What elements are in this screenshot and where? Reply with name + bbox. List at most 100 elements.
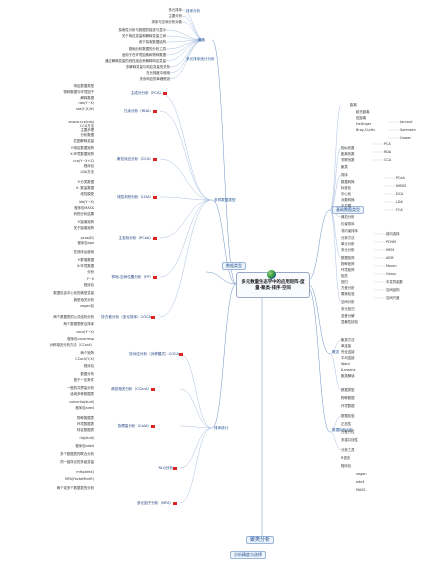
- central-topic[interactable]: 多元数量生态学中的应用矩阵·度量·聚类·排序·空间: [236, 270, 310, 298]
- leaf-l52[interactable]: rlq(dudi): [79, 436, 94, 440]
- leaf-l12[interactable]: X:环境数据矩阵: [70, 152, 94, 156]
- leaf-l32[interactable]: 数据包含中心化的典型变量: [53, 291, 94, 295]
- right-r53[interactable]: 聚类方法: [341, 338, 355, 342]
- leaf-l34[interactable]: vegan包: [80, 304, 94, 308]
- leaf-l15[interactable]: LDA方法: [80, 170, 94, 174]
- right-r22[interactable]: PCoA: [396, 176, 405, 180]
- leaf-l49[interactable]: 物种数据表: [77, 416, 94, 420]
- right-r23[interactable]: NMDS: [396, 184, 407, 188]
- leaf-l39[interactable]: 对称相关分析方法（CCorA）: [49, 343, 94, 347]
- right-r16[interactable]: 中心化: [341, 192, 352, 196]
- leaf-l26[interactable]: 在排序后使用: [73, 250, 94, 254]
- right-r08[interactable]: Gower: [400, 136, 411, 140]
- right-r10[interactable]: 距离系数: [341, 152, 355, 156]
- right-r02[interactable]: 欧氏距离: [356, 110, 370, 114]
- right-r28[interactable]: 约束排序: [341, 222, 355, 226]
- right-r50[interactable]: 半变异函数: [386, 280, 403, 284]
- section-ordination[interactable]: 排序分析: [186, 9, 201, 13]
- right-r45[interactable]: PCNM: [386, 240, 396, 244]
- leaf-l43[interactable]: 数据分布: [80, 372, 94, 376]
- leaf-l51[interactable]: 特征数据表: [77, 428, 94, 432]
- right-r57[interactable]: Ward: [341, 362, 350, 366]
- right-r30[interactable]: 分析方法: [341, 236, 355, 240]
- leaf-l07[interactable]: CCA方法: [80, 124, 94, 128]
- leaf-l10[interactable]: 匹配解释变量: [73, 139, 94, 143]
- right-r67[interactable]: 分析工具: [341, 448, 355, 452]
- leaf-l25[interactable]: 程序包ape: [77, 241, 95, 245]
- branch-ordination-stats[interactable]: 排序统计: [214, 426, 229, 430]
- leaf-l38[interactable]: 程序包cocorresp: [67, 337, 94, 341]
- leaf-l41[interactable]: CCorA(Y,X): [75, 357, 94, 361]
- right-r14[interactable]: 数据转换: [341, 180, 355, 184]
- leaf-l46[interactable]: 适用多种数据表: [70, 392, 94, 396]
- leaf-t01[interactable]: 多元排序: [168, 8, 182, 12]
- branch-data-types[interactable]: 数据类型: [222, 262, 246, 270]
- right-r09[interactable]: 相似系数: [341, 146, 355, 150]
- leaf-l17[interactable]: X: 数量数据: [75, 186, 94, 190]
- branch-data-testing[interactable]: 数据检验分析: [332, 428, 354, 432]
- leaf-l56[interactable]: mfa(ade4): [76, 470, 94, 474]
- right-r49[interactable]: Geary: [386, 272, 397, 276]
- right-r60[interactable]: 数据类型: [341, 388, 355, 392]
- leaf-l21[interactable]: 判别分析结果: [73, 212, 94, 216]
- leaf-l24[interactable]: pcoa(D): [80, 236, 94, 240]
- right-r07[interactable]: Sorensen: [400, 128, 416, 132]
- section-cca[interactable]: 典范对应分析（CCA）: [117, 157, 158, 161]
- right-r48[interactable]: Moran: [386, 264, 397, 268]
- right-r68[interactable]: R语言: [341, 456, 351, 460]
- leaf-t09[interactable]: 通过解释变量的线性组合来解释响应变量: [104, 59, 166, 63]
- leaf-t05[interactable]: 关于响应变量和解释变量之间: [121, 34, 166, 38]
- leaf-l50[interactable]: 环境数据表: [77, 422, 94, 426]
- section-pcoa[interactable]: 主坐标分析（PCoA）: [119, 236, 159, 240]
- leaf-l54[interactable]: 多个数据表的联合分析: [60, 452, 94, 456]
- section-rda[interactable]: 冗余分析（RDA）: [124, 109, 158, 113]
- right-r71[interactable]: ade4: [356, 480, 365, 484]
- right-r42[interactable]: 变差分解: [341, 314, 355, 318]
- right-r27[interactable]: 典范分析: [341, 215, 355, 219]
- branch-concept-left[interactable]: 概念: [197, 38, 205, 42]
- leaf-l47[interactable]: coinertia(dudi): [69, 400, 94, 404]
- leaf-t03[interactable]: 排序与空间分析对象: [151, 20, 182, 24]
- right-r15[interactable]: 标准化: [341, 186, 352, 190]
- right-r26[interactable]: FCA: [396, 208, 403, 212]
- leaf-l20[interactable]: 程序包MASS: [74, 206, 94, 210]
- right-r70[interactable]: vegan: [356, 472, 367, 476]
- leaf-l31[interactable]: 程序包: [83, 283, 94, 287]
- leaf-l42[interactable]: 程序包: [83, 364, 94, 368]
- section-coca[interactable]: 协方差分析（多元排序）COCA: [101, 315, 156, 319]
- leaf-l16[interactable]: Y:分类数据: [77, 180, 94, 184]
- right-r36[interactable]: 相关: [341, 274, 348, 278]
- leaf-l30[interactable]: Y~X: [86, 277, 94, 281]
- leaf-l23[interactable]: 关于距离矩阵: [73, 226, 94, 230]
- right-r18[interactable]: 平方根: [341, 204, 352, 208]
- right-r39[interactable]: 置换检验: [341, 292, 355, 296]
- right-r58[interactable]: K-means: [341, 368, 356, 372]
- right-r69[interactable]: 程序包: [341, 464, 352, 468]
- right-r55[interactable]: 完全连接: [341, 350, 355, 354]
- branch-multi-data[interactable]: 多样数据类型: [214, 198, 236, 202]
- leaf-l27[interactable]: Y:群落数据: [77, 258, 94, 262]
- right-r59[interactable]: 聚类解读: [341, 374, 355, 378]
- leaf-l29[interactable]: 分析: [87, 270, 94, 274]
- right-r35[interactable]: 环境矩阵: [341, 268, 355, 272]
- leaf-l36[interactable]: 两个数据表联合排序: [63, 322, 94, 326]
- leaf-l33[interactable]: 典型相关分析: [73, 298, 94, 302]
- right-r24[interactable]: DCA: [396, 192, 404, 196]
- leaf-t07[interactable]: 基础分析数据的分析工具: [128, 47, 166, 51]
- leaf-l28[interactable]: X:环境数据: [76, 264, 94, 268]
- branch-cluster-analysis[interactable]: 聚类分析: [246, 536, 275, 544]
- right-r66[interactable]: 多重共线性: [341, 438, 358, 442]
- leaf-l45[interactable]: 一般的共惯量分析: [66, 386, 94, 390]
- right-r33[interactable]: 数据矩阵: [341, 256, 355, 260]
- leaf-l05[interactable]: rda(Y,X,W): [75, 107, 94, 111]
- leaf-l14[interactable]: 程序包: [83, 164, 94, 168]
- section-fp[interactable]: 样地-空间位置分析（FP）: [112, 275, 158, 279]
- section-multi-ordination[interactable]: 多元排序统计分析: [186, 57, 215, 61]
- leaf-t12[interactable]: 关系响应的单峰假设: [139, 77, 170, 81]
- right-r61[interactable]: 物种数据: [341, 396, 355, 400]
- leaf-l01[interactable]: 响应数据类型: [73, 84, 94, 88]
- section-coca-sym[interactable]: 协对应分析（对称模式）COCA: [129, 352, 184, 356]
- right-r65[interactable]: 方差齐性: [341, 430, 355, 434]
- leaf-l04[interactable]: rda(Y~X): [78, 101, 94, 105]
- leaf-l06[interactable]: anova.cca(rda): [68, 120, 94, 124]
